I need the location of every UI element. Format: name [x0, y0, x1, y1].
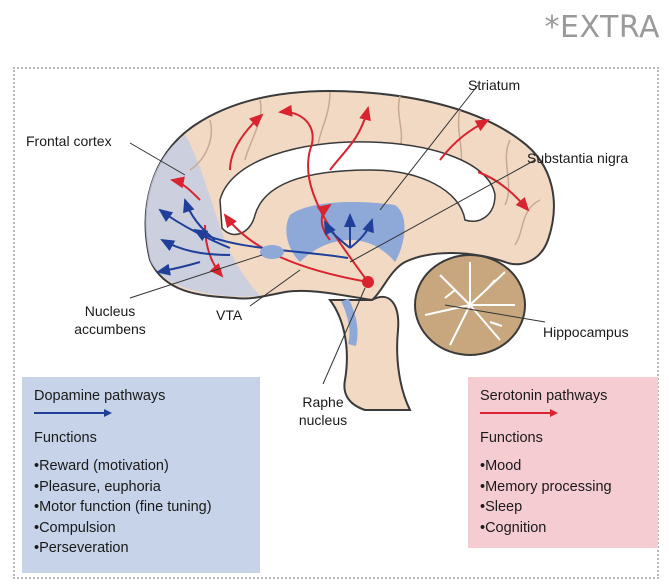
dopamine-function-list: •Reward (motivation) •Pleasure, euphoria… — [34, 456, 248, 559]
label-nucleus-accumbens: Nucleus accumbens — [60, 302, 160, 338]
list-item: •Mood — [480, 456, 646, 477]
dopamine-functions-heading: Functions — [34, 430, 248, 446]
serotonin-arrow-icon — [480, 408, 560, 418]
label-vta: VTA — [216, 306, 242, 324]
label-substantia-nigra: Substantia nigra — [527, 149, 628, 167]
list-item: •Sleep — [480, 497, 646, 518]
list-item: •Pleasure, euphoria — [34, 477, 248, 498]
cerebellum — [415, 255, 525, 355]
list-item: •Reward (motivation) — [34, 456, 248, 477]
serotonin-functions-heading: Functions — [480, 430, 646, 446]
dopamine-legend-box: Dopamine pathways Functions •Reward (mot… — [22, 377, 260, 573]
serotonin-title: Serotonin pathways — [480, 387, 646, 405]
list-item: •Motor function (fine tuning) — [34, 497, 248, 518]
label-hippocampus: Hippocampus — [543, 323, 629, 341]
serotonin-function-list: •Mood •Memory processing •Sleep •Cogniti… — [480, 456, 646, 538]
serotonin-legend-box: Serotonin pathways Functions •Mood •Memo… — [468, 377, 658, 548]
label-frontal-cortex: Frontal cortex — [26, 132, 112, 150]
list-item: •Compulsion — [34, 518, 248, 539]
label-striatum: Striatum — [468, 76, 520, 94]
list-item: •Memory processing — [480, 477, 646, 498]
dopamine-arrow-icon — [34, 408, 114, 418]
raphe-dot — [362, 276, 374, 288]
label-raphe-nucleus: Raphe nucleus — [288, 393, 358, 429]
accumbens-region — [260, 245, 284, 259]
list-item: •Cognition — [480, 518, 646, 539]
list-item: •Perseveration — [34, 538, 248, 559]
dopamine-title: Dopamine pathways — [34, 387, 248, 405]
